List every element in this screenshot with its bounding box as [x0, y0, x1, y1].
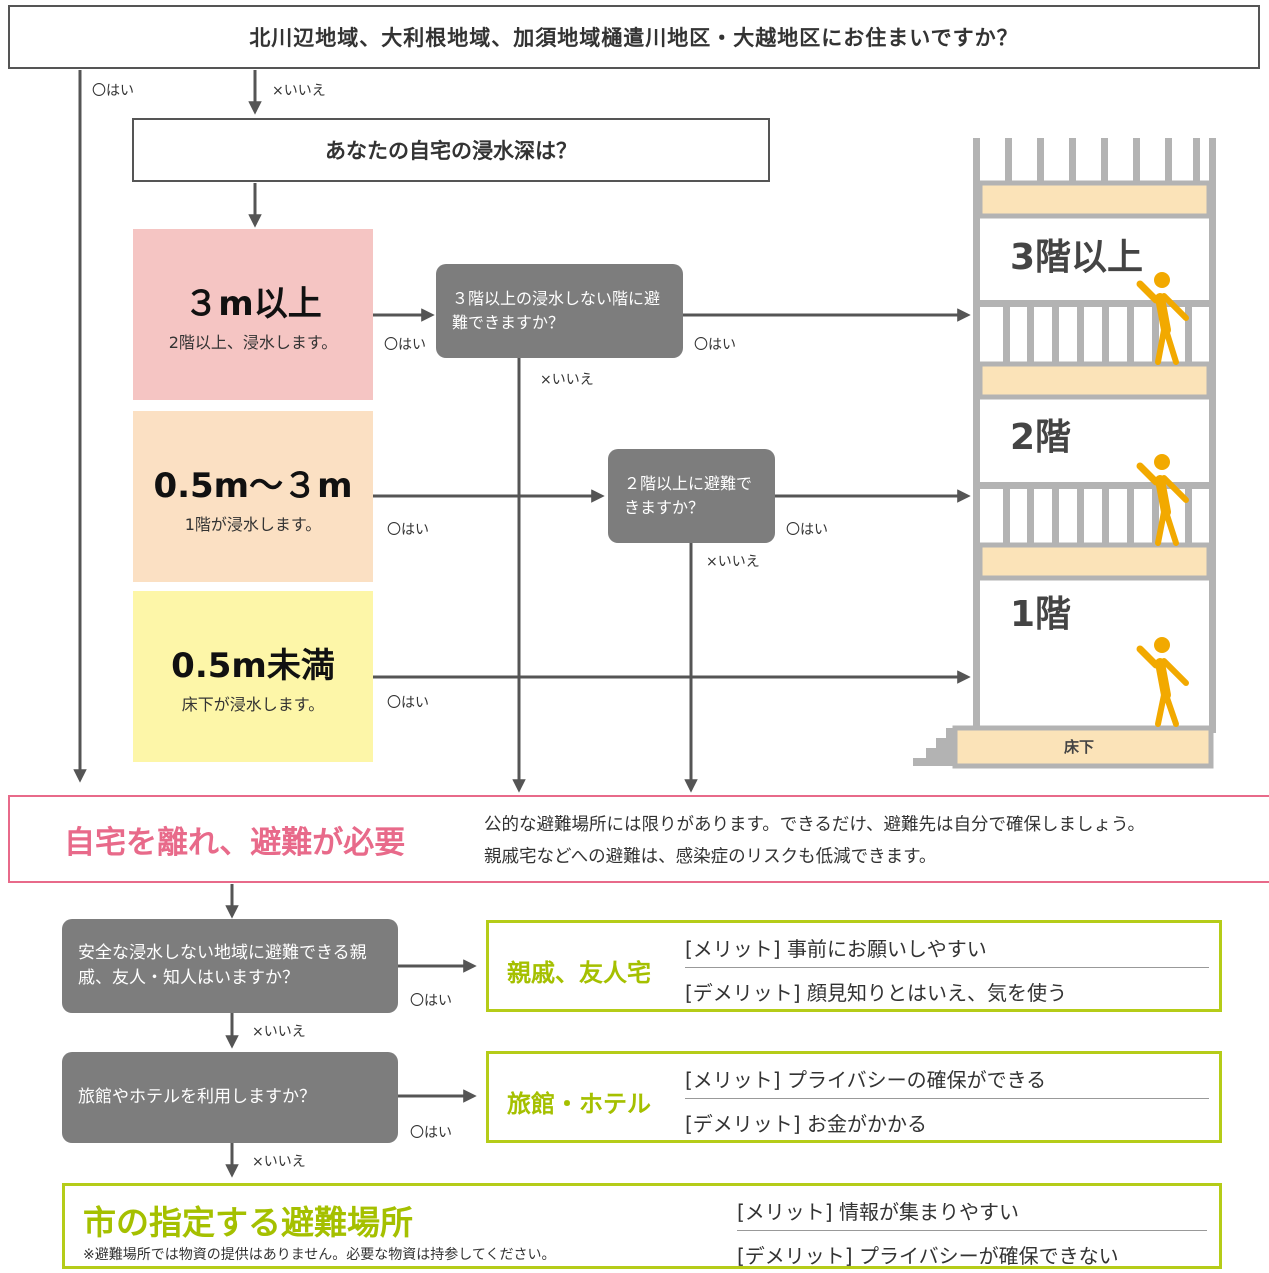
person-icon-2f [1136, 454, 1189, 546]
top-no-label: ×いいえ [272, 83, 326, 99]
question-2f-text: ２階以上に避難できますか？ [624, 474, 753, 517]
yes-label-hotel: 〇はい [410, 1125, 452, 1141]
no-label-3f: ×いいえ [540, 372, 594, 388]
question-hotel-box: 旅館やホテルを利用しますか？ [62, 1052, 398, 1143]
depth-05-label: 0.5m未満 [171, 646, 335, 686]
evacuate-title: 自宅を離れ、避難が必要 [64, 825, 406, 861]
evacuate-line-2: 親戚宅などへの避難は、感染症のリスクも低減できます。 [484, 847, 937, 867]
floor-label-underfloor: 床下 [1064, 738, 1095, 756]
depth-question-text: あなたの自宅の浸水深は？ [325, 139, 577, 163]
option-hotel-box: 旅館・ホテル [メリット] プライバシーの確保ができる [デメリット] お金がか… [486, 1051, 1222, 1143]
no-label-hotel: ×いいえ [252, 1154, 306, 1170]
evacuate-banner: 自宅を離れ、避難が必要 公的な避難場所には限りがあります。できるだけ、避難先は自… [8, 795, 1269, 883]
depth-05-3m-label: 0.5m～３m [153, 466, 353, 506]
top-yes-label: 〇はい [92, 83, 134, 99]
option-hotel-demerit: [デメリット] お金がかかる [685, 1112, 927, 1136]
yes-label-2f: 〇はい [786, 522, 828, 538]
question-relatives-text: 安全な浸水しない地域に避難できる親戚、友人・知人はいますか？ [78, 942, 367, 989]
option-hotel-divider [685, 1098, 1209, 1099]
option-shelter-divider [737, 1230, 1207, 1231]
no-label-relatives: ×いいえ [252, 1024, 306, 1040]
building-illustration [913, 138, 1216, 769]
floor-label-2f: 2階 [1010, 417, 1072, 458]
question-3f-box: ３階以上の浸水しない階に避難できますか？ [436, 264, 683, 358]
depth-05-desc: 床下が浸水します。 [181, 695, 325, 714]
yes-label-05-3m: 〇はい [387, 522, 429, 538]
option-relatives-box: 親戚、友人宅 [メリット] 事前にお願いしやすい [デメリット] 顔見知りとはい… [486, 920, 1222, 1012]
question-3f-text: ３階以上の浸水しない階に避難できますか？ [452, 289, 661, 332]
depth-box-3m: ３m以上 2階以上、浸水します。 [133, 229, 373, 400]
option-shelter-title: 市の指定する避難場所 [83, 1203, 413, 1242]
option-relatives-divider [685, 967, 1209, 968]
option-hotel-title: 旅館・ホテル [507, 1090, 651, 1118]
evacuate-line-1: 公的な避難場所には限りがあります。できるだけ、避難先は自分で確保しましょう。 [484, 815, 1145, 835]
option-shelter-demerit: [デメリット] プライバシーが確保できない [737, 1244, 1119, 1268]
yes-label-relatives: 〇はい [410, 993, 452, 1009]
option-shelter-note: ※避難場所では物資の提供はありません。必要な物資は持参してください。 [83, 1247, 556, 1263]
person-icon-1f [1136, 637, 1189, 727]
top-question-text: 北川辺地域、大利根地域、加須地域樋遣川地区・大越地区にお住まいですか？ [249, 26, 1019, 50]
option-shelter-box: 市の指定する避難場所 ※避難場所では物資の提供はありません。必要な物資は持参して… [62, 1183, 1222, 1269]
depth-3m-desc: 2階以上、浸水します。 [168, 333, 338, 352]
top-question-box: 北川辺地域、大利根地域、加須地域樋遣川地区・大越地区にお住まいですか？ [8, 5, 1260, 69]
question-relatives-box: 安全な浸水しない地域に避難できる親戚、友人・知人はいますか？ [62, 919, 398, 1013]
floor-label-3f: 3階以上 [1010, 237, 1144, 278]
depth-box-05: 0.5m未満 床下が浸水します。 [133, 591, 373, 762]
option-shelter-merit: [メリット] 情報が集まりやすい [737, 1200, 1019, 1224]
question-2f-box: ２階以上に避難できますか？ [608, 449, 775, 543]
depth-05-3m-desc: 1階が浸水します。 [184, 515, 322, 534]
no-label-2f: ×いいえ [706, 554, 760, 570]
depth-3m-label: ３m以上 [184, 284, 322, 324]
option-relatives-title: 親戚、友人宅 [507, 959, 651, 987]
option-relatives-merit: [メリット] 事前にお願いしやすい [685, 937, 987, 961]
option-hotel-merit: [メリット] プライバシーの確保ができる [685, 1068, 1047, 1092]
yes-label-05: 〇はい [387, 695, 429, 711]
yes-label-3f: 〇はい [694, 337, 736, 353]
depth-box-05-3m: 0.5m～３m 1階が浸水します。 [133, 411, 373, 582]
floor-label-1f: 1階 [1010, 594, 1072, 635]
option-relatives-demerit: [デメリット] 顔見知りとはいえ、気を使う [685, 981, 1067, 1005]
question-hotel-text: 旅館やホテルを利用しますか？ [78, 1086, 316, 1107]
person-icon-3f [1136, 272, 1189, 365]
depth-question-box: あなたの自宅の浸水深は？ [132, 118, 770, 182]
yes-label-3m: 〇はい [384, 337, 426, 353]
